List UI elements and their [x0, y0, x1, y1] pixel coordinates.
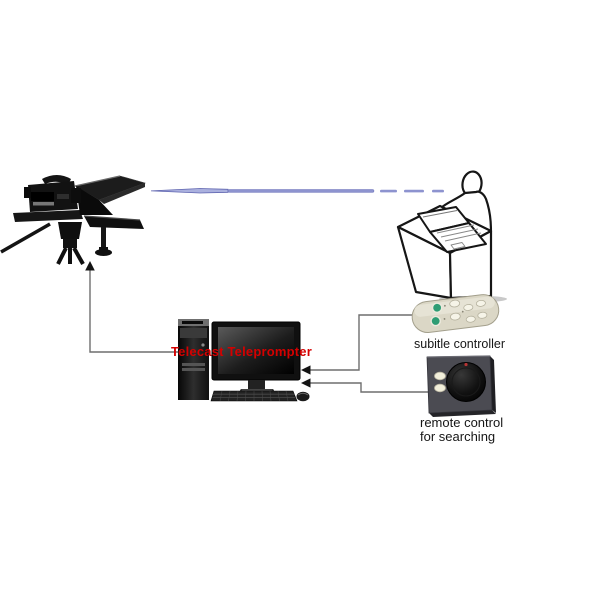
search-remote-caption-line2: for searching — [420, 429, 496, 444]
arrowhead-left-icon — [301, 378, 311, 388]
signal-ray — [150, 188, 444, 194]
subtitle-controller-icon — [411, 294, 500, 333]
camera-shelf — [13, 210, 83, 222]
ray-spindle — [150, 188, 229, 194]
controller-green-button — [431, 302, 443, 314]
knob-index-dot — [464, 362, 468, 367]
controller-white-buttons — [449, 299, 488, 323]
mouse-icon — [296, 391, 310, 402]
arrowhead-left-icon — [301, 365, 311, 375]
controller-green-button — [430, 315, 442, 327]
camera-body — [24, 175, 81, 212]
presenter-podium-icon — [396, 170, 507, 303]
computer-caption: Telecast Teleprompter — [171, 344, 312, 359]
keyboard — [210, 390, 298, 402]
cable-computer-to-teleprompter — [89, 267, 181, 353]
search-remote-caption: remote control for searching — [420, 416, 503, 444]
ray-tail — [227, 189, 375, 193]
search-remote-icon — [426, 355, 496, 417]
ray-dash — [380, 189, 397, 193]
search-remote-caption-line1: remote control — [420, 415, 504, 430]
ray-dash — [432, 189, 444, 193]
remote-buttons — [434, 371, 446, 393]
laptop-icon — [417, 206, 487, 253]
beamsplitter-glass — [76, 186, 113, 215]
controller-markings — [443, 304, 464, 320]
subtitle-controller-caption: subitle controller — [414, 337, 506, 351]
box-bottom — [429, 410, 496, 417]
prompter-column — [95, 227, 112, 256]
box-side — [490, 356, 496, 413]
support-rod — [0, 222, 51, 254]
arrowhead-up-icon — [85, 261, 95, 271]
ray-dash — [404, 189, 424, 193]
tripod-head — [56, 222, 85, 265]
cable-controller-to-computer — [309, 314, 420, 371]
monitor — [211, 321, 301, 395]
cable-remote-to-computer — [309, 382, 428, 393]
desktop-computer-icon — [178, 319, 310, 402]
pc-tower — [178, 319, 209, 400]
teleprompter-icon — [0, 175, 146, 265]
